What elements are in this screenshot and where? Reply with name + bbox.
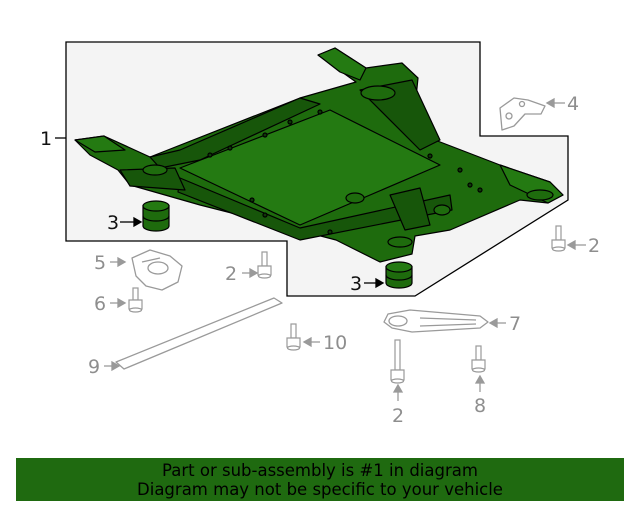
callout-6[interactable]: 6 [94,293,106,315]
callout-2-lower[interactable]: 2 [392,405,404,427]
bracket-part-4[interactable] [499,97,546,131]
bolt-part-6[interactable] [128,287,143,313]
strip-part-9[interactable] [115,297,283,370]
info-banner: Part or sub-assembly is #1 in diagram Di… [16,458,624,501]
callout-3-lower[interactable]: 3 [350,273,362,295]
callout-9[interactable]: 9 [88,356,100,378]
callout-10[interactable]: 10 [323,332,347,354]
bolt-part-8[interactable] [471,345,486,373]
callout-2-center[interactable]: 2 [225,263,237,285]
arm-part-7[interactable] [383,309,489,333]
callout-4[interactable]: 4 [567,93,579,115]
bolt-part-2-lower[interactable] [390,339,405,384]
bolt-part-10[interactable] [286,323,301,351]
bushing-upper[interactable] [142,200,170,232]
bolt-part-2-right[interactable] [551,225,566,252]
leader-lines [55,97,586,401]
bolt-part-2-center[interactable] [257,251,272,279]
suspension-crossmember[interactable] [74,47,564,263]
callout-8[interactable]: 8 [474,395,486,417]
callout-2-right[interactable]: 2 [588,235,600,257]
callout-1[interactable]: 1 [40,128,52,150]
mount-part-5[interactable] [131,249,183,291]
bushing-lower[interactable] [385,261,413,289]
callout-7[interactable]: 7 [509,313,521,335]
banner-line-1: Part or sub-assembly is #1 in diagram [162,461,478,480]
banner-line-2: Diagram may not be specific to your vehi… [137,480,503,499]
callout-3-upper[interactable]: 3 [107,212,119,234]
callout-5[interactable]: 5 [94,252,106,274]
